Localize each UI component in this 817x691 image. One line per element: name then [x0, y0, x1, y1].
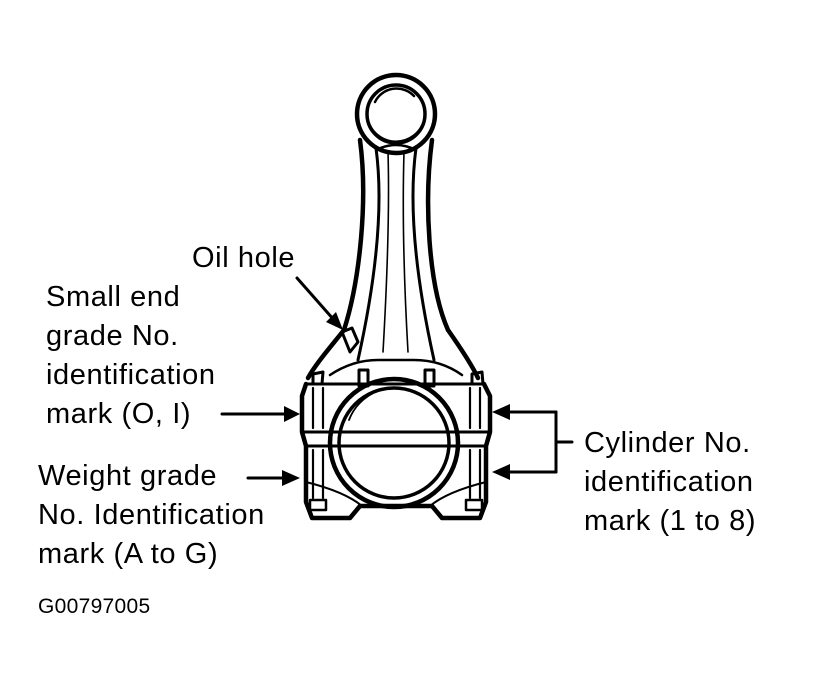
weight-grade-line-3: mark (A to G) [38, 538, 219, 570]
weight-grade-label: Weight grade No. Identification mark (A … [38, 457, 265, 574]
small-end-grade-label: Small end grade No. identification mark … [46, 278, 216, 434]
cylinder-no-line-2: identification [584, 466, 754, 498]
cylinder-no-label: Cylinder No. identification mark (1 to 8… [584, 424, 756, 541]
weight-grade-line-1: Weight grade [38, 460, 218, 492]
oil-hole-feature [340, 326, 360, 354]
small-end-line-4: mark (O, I) [46, 398, 192, 430]
cylinder-no-line-3: mark (1 to 8) [584, 505, 757, 537]
small-end-line-1: Small end [46, 281, 181, 313]
cylinder-no-line-1: Cylinder No. [584, 427, 751, 459]
cap-bolts [308, 386, 484, 512]
figure-id: G00797005 [38, 595, 151, 618]
oil-hole-label: Oil hole [192, 239, 295, 278]
oil-hole-text: Oil hole [192, 242, 296, 274]
arrow-heads [282, 312, 510, 486]
big-end-upper [305, 327, 485, 388]
weight-grade-line-2: No. Identification [38, 499, 265, 531]
big-end-bore [327, 376, 461, 510]
small-end-line-3: identification [46, 359, 216, 391]
small-end-line-2: grade No. [46, 320, 179, 352]
small-end [354, 72, 438, 156]
rod-shank [341, 137, 451, 362]
leader-lines [220, 276, 574, 480]
